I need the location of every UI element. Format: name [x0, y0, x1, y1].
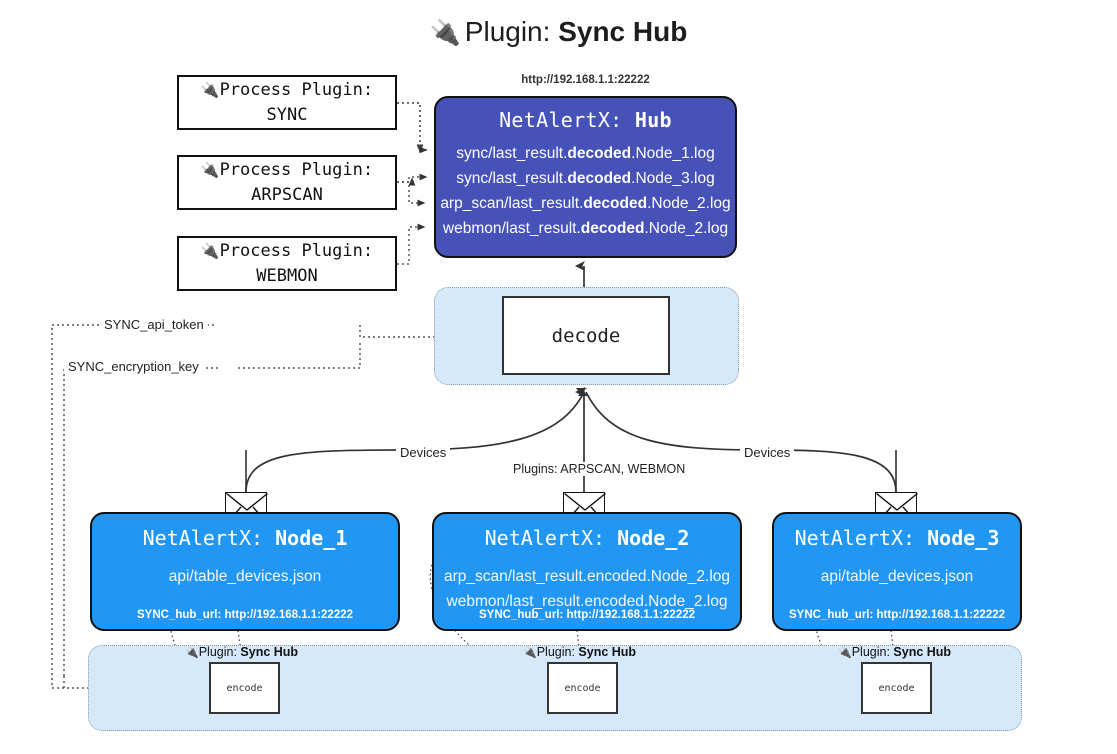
node-card-node3[interactable]: NetAlertX: Node_3 api/table_devices.json… [772, 512, 1022, 631]
hub-node[interactable]: NetAlertX: Hub sync/last_result.decoded.… [434, 96, 737, 258]
hub-log-line: arp_scan/last_result.decoded.Node_2.log [440, 195, 731, 212]
hub-log-line: webmon/last_result.decoded.Node_2.log [442, 220, 729, 237]
hub-log-line: sync/last_result.decoded.Node_1.log [456, 145, 715, 162]
encode-box-3[interactable]: encode [861, 662, 932, 714]
plug-icon: 🔌 [200, 241, 220, 260]
encoder-plugin-label-2: 🔌Plugin: Sync Hub [523, 645, 637, 659]
process-plugin-arpscan[interactable]: 🔌Process Plugin: ARPSCAN [177, 155, 397, 210]
edge-label-devices-left: Devices [396, 445, 451, 460]
plug-icon: 🔌 [523, 647, 537, 659]
encode-box-1[interactable]: encode [209, 662, 280, 714]
process-plugin-label: Process Plugin: [219, 79, 374, 100]
process-plugin-label: Process Plugin: [219, 240, 374, 261]
node-title: NetAlertX: Node_3 [794, 526, 1000, 550]
node-title: NetAlertX: Node_1 [142, 526, 348, 550]
plug-icon: 🔌 [185, 647, 199, 659]
decode-box[interactable]: decode [502, 296, 670, 375]
plug-icon: 🔌 [200, 160, 220, 179]
node-line: api/table_devices.json [820, 568, 974, 585]
hub-prefix: NetAlertX: [499, 108, 623, 132]
process-plugin-name: WEBMON [256, 265, 318, 286]
encoder-plugin-label-1: 🔌Plugin: Sync Hub [185, 645, 299, 659]
secret-label-api-token: SYNC_api_token [100, 317, 208, 332]
node-card-node1[interactable]: NetAlertX: Node_1 api/table_devices.json… [90, 512, 400, 631]
hub-name: Hub [634, 108, 672, 132]
hub-title: NetAlertX: Hub [499, 108, 672, 132]
plug-icon: 🔌 [429, 19, 461, 47]
process-plugin-name: ARPSCAN [251, 184, 323, 205]
node-line: api/table_devices.json [168, 568, 322, 585]
hub-url: http://192.168.1.1:22222 [521, 74, 650, 86]
page-title: 🔌Plugin: Sync Hub [0, 16, 1117, 48]
node-hub-url: SYNC_hub_url: http://192.168.1.1:22222 [788, 609, 1006, 621]
encode-box-2[interactable]: encode [547, 662, 618, 714]
hub-log-line: sync/last_result.decoded.Node_3.log [456, 170, 715, 187]
edge-label-devices-right: Devices [740, 445, 795, 460]
encoder-plugin-label-3: 🔌Plugin: Sync Hub [838, 645, 952, 659]
process-plugin-label: Process Plugin: [219, 159, 374, 180]
plug-icon: 🔌 [838, 647, 852, 659]
title-prefix: Plugin: [464, 16, 551, 47]
secret-label-encryption-key: SYNC_encryption_key [64, 359, 203, 374]
node-hub-url: SYNC_hub_url: http://192.168.1.1:22222 [478, 609, 696, 621]
node-title: NetAlertX: Node_2 [484, 526, 690, 550]
process-plugin-name: SYNC [266, 104, 308, 125]
title-name: Sync Hub [558, 16, 688, 47]
node-hub-url: SYNC_hub_url: http://192.168.1.1:22222 [136, 609, 354, 621]
process-plugin-webmon[interactable]: 🔌Process Plugin: WEBMON [177, 236, 397, 291]
process-plugin-sync[interactable]: 🔌Process Plugin: SYNC [177, 75, 397, 130]
node-card-node2[interactable]: NetAlertX: Node_2 arp_scan/last_result.e… [432, 512, 742, 631]
plug-icon: 🔌 [200, 80, 220, 99]
edge-label-plugins-center: Plugins: ARPSCAN, WEBMON [509, 462, 690, 476]
node-line: arp_scan/last_result.encoded.Node_2.log [443, 568, 731, 585]
